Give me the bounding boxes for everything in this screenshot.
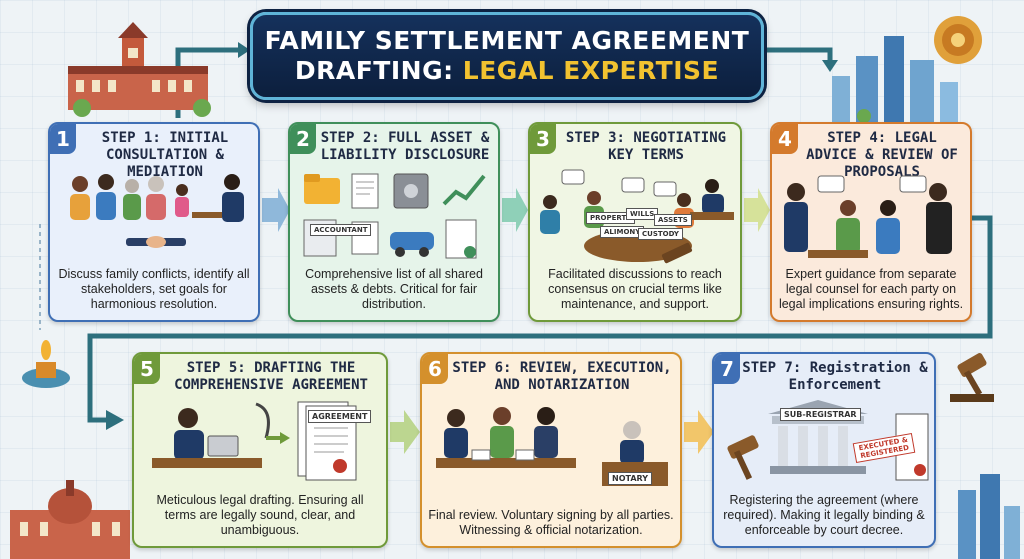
title-line-2-highlight: LEGAL EXPERTISE bbox=[462, 56, 720, 85]
title-banner: FAMILY SETTLEMENT AGREEMENT DRAFTING: LE… bbox=[250, 12, 764, 100]
wills-label: WILLS bbox=[626, 208, 659, 220]
assets-label: ASSETS bbox=[654, 214, 692, 226]
entry-arrowhead bbox=[238, 42, 250, 58]
arrow-6-7 bbox=[684, 410, 714, 454]
arrow-3-4 bbox=[744, 188, 770, 232]
heritage-building-icon bbox=[68, 22, 211, 117]
step-number-1: 1 bbox=[50, 124, 76, 154]
step-description-3: Facilitated discussions to reach consens… bbox=[548, 267, 722, 311]
step-number-3: 3 bbox=[530, 124, 556, 154]
step-title-5: STEP 5: DRAFTING THE COMPREHENSIVE AGREE… bbox=[174, 360, 368, 393]
step-description-5: Meticulous legal drafting. Ensuring all … bbox=[156, 493, 364, 537]
step-title-4: STEP 4: LEGAL ADVICE & REVIEW OF PROPOSA… bbox=[806, 130, 958, 180]
step-description-1: Discuss family conflicts, identify all s… bbox=[58, 267, 250, 311]
wrap-arrowhead bbox=[106, 410, 124, 430]
family-meeting-icon bbox=[70, 174, 244, 248]
step-title-1: STEP 1: INITIAL CONSULTATION & MEDIATION bbox=[101, 130, 229, 180]
title-line-1: FAMILY SETTLEMENT AGREEMENT bbox=[264, 26, 750, 55]
step-title-2: STEP 2: FULL ASSET & LIABILITY DISCLOSUR… bbox=[320, 130, 490, 163]
arrow-5-6 bbox=[390, 410, 420, 454]
city-skyline-icon bbox=[832, 36, 958, 122]
sub-registrar-label: SUB-REGISTRAR bbox=[780, 408, 861, 421]
step-title-7: STEP 7: Registration & Enforcement bbox=[742, 360, 928, 393]
step-description-6: Final review. Voluntary signing by all p… bbox=[428, 508, 674, 537]
heritage-dome-icon bbox=[10, 480, 130, 559]
wrap-connector bbox=[87, 215, 993, 423]
step-number-4: 4 bbox=[772, 124, 798, 154]
step-card-3: 3 STEP 3: NEGOTIATING KEY TERMS PROPERTY… bbox=[528, 122, 742, 322]
step-card-5: 5 STEP 5: DRAFTING THE COMPREHENSIVE AGR… bbox=[132, 352, 388, 548]
step-card-2: 2 STEP 2: FULL ASSET & LIABILITY DISCLOS… bbox=[288, 122, 500, 322]
asset-documents-icon bbox=[303, 173, 486, 259]
step-description-2: Comprehensive list of all shared assets … bbox=[305, 267, 483, 311]
title-line-2-prefix: DRAFTING: bbox=[294, 56, 463, 85]
city-tower-icon bbox=[958, 474, 1020, 559]
step-description-4: Expert guidance from separate legal coun… bbox=[778, 267, 964, 311]
exit-arrowhead bbox=[822, 60, 838, 72]
legal-counsel-icon bbox=[784, 175, 952, 258]
gavel-decoration-icon bbox=[950, 353, 994, 402]
step-number-5: 5 bbox=[134, 354, 160, 384]
mandala-icon bbox=[934, 16, 982, 64]
custody-label: CUSTODY bbox=[638, 228, 683, 240]
accountant-label: ACCOUNTANT bbox=[310, 224, 372, 236]
step-title-6: STEP 6: REVIEW, EXECUTION, AND NOTARIZAT… bbox=[452, 360, 672, 393]
title-line-2: DRAFTING: LEGAL EXPERTISE bbox=[295, 56, 719, 86]
step-number-6: 6 bbox=[422, 354, 448, 384]
step-card-1: 1 STEP 1: INITIAL CONSULTATION & MEDIATI… bbox=[48, 122, 260, 322]
agreement-label: AGREEMENT bbox=[308, 410, 372, 423]
diya-lamp-icon bbox=[22, 340, 70, 388]
arrow-2-3 bbox=[502, 188, 528, 232]
step-card-7: 7 STEP 7: Registration & Enforcement SUB… bbox=[712, 352, 936, 548]
exit-connector bbox=[760, 47, 833, 62]
step-card-4: 4 STEP 4: LEGAL ADVICE & REVIEW OF PROPO… bbox=[770, 122, 972, 322]
notary-label: NOTARY bbox=[608, 472, 653, 485]
step-card-6: 6 STEP 6: REVIEW, EXECUTION, AND NOTARIZ… bbox=[420, 352, 682, 548]
step-number-2: 2 bbox=[290, 124, 316, 154]
step-number-7: 7 bbox=[714, 354, 740, 384]
step-description-7: Registering the agreement (where require… bbox=[723, 493, 925, 537]
step-title-3: STEP 3: NEGOTIATING KEY TERMS bbox=[565, 130, 727, 163]
arrow-1-2 bbox=[262, 188, 290, 232]
